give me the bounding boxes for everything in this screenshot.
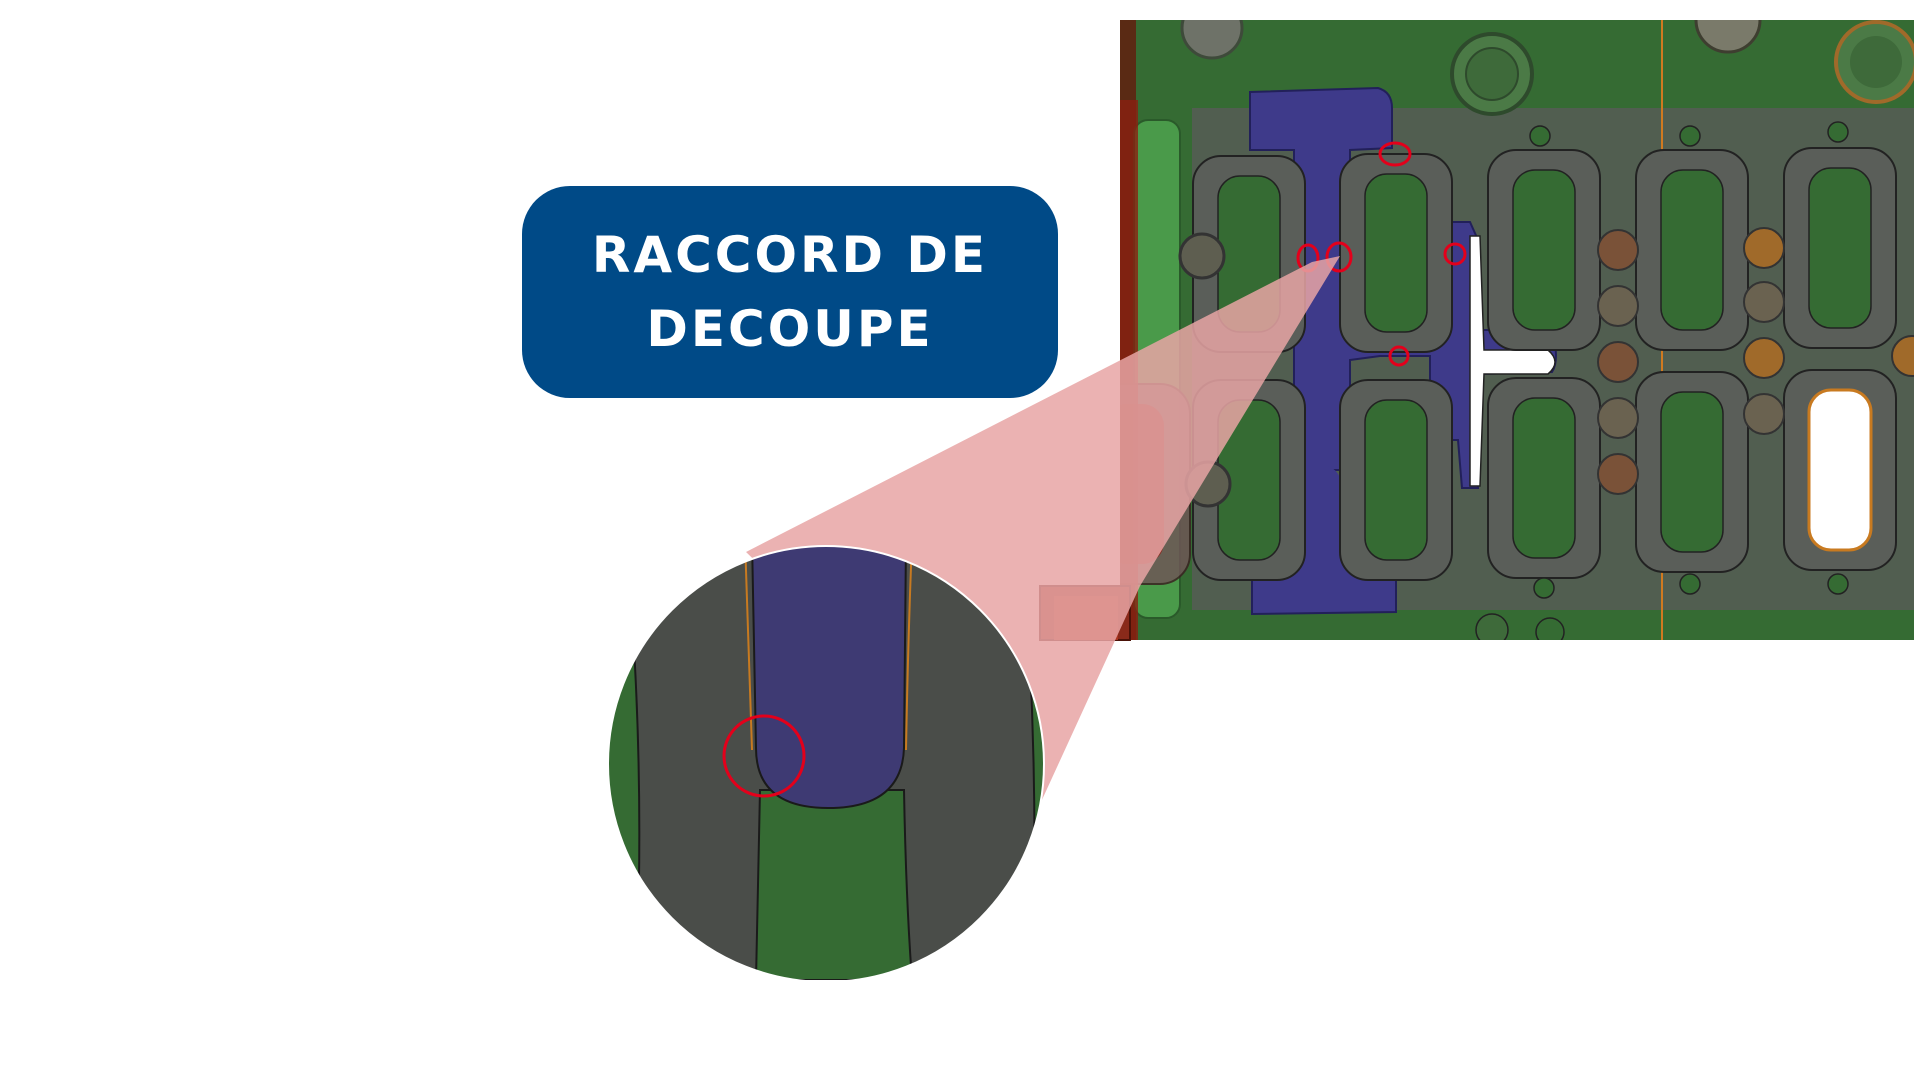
bolt-top-1 — [1180, 20, 1244, 60]
ring-t2-window — [1364, 173, 1428, 333]
bolt-right-3 — [1743, 337, 1785, 379]
ring-b3-window — [1512, 397, 1576, 559]
bolt-mid-2 — [1597, 285, 1639, 327]
ring-b5-window — [1807, 388, 1873, 552]
ring-b2-window — [1364, 399, 1428, 561]
highlight-mark-5 — [1388, 345, 1410, 367]
zoom-highlight-circle — [722, 714, 806, 798]
bolt-top-4-inner — [1850, 36, 1902, 88]
bolt-edge-right — [1891, 335, 1914, 377]
hole-1 — [1529, 125, 1551, 147]
hole-2 — [1679, 125, 1701, 147]
bolt-right-2 — [1743, 281, 1785, 323]
zoom-orange-edge-right — [905, 546, 913, 751]
bolt-top-2-inner — [1465, 47, 1519, 101]
zoom-bottom-mask — [600, 980, 1060, 1020]
zoom-left-green — [608, 546, 641, 981]
highlight-mark-3 — [1325, 241, 1353, 273]
cad-board-view — [1039, 20, 1914, 641]
bolt-right-4 — [1743, 393, 1785, 435]
ring-t5-window — [1808, 167, 1872, 329]
bolt-mid-4 — [1597, 397, 1639, 439]
ring-row-top — [1192, 147, 1897, 353]
bolt-top-3 — [1694, 20, 1762, 54]
ring-t3-window — [1512, 169, 1576, 331]
bolt-left-upper — [1178, 232, 1226, 280]
title-badge: RACCORD DE DECOUPE — [522, 186, 1058, 398]
hole-7 — [1535, 617, 1565, 640]
title-line-1: RACCORD DE — [591, 226, 989, 284]
bolt-mid-3 — [1597, 341, 1639, 383]
bottom-punch-tab — [1315, 465, 1342, 540]
title-text: RACCORD DE DECOUPE — [592, 218, 988, 366]
hole-4 — [1533, 577, 1555, 599]
zoom-center-green — [754, 789, 914, 981]
zoom-detail — [608, 546, 1044, 981]
bolt-mid-5 — [1597, 453, 1639, 495]
zoom-orange-edge-left — [744, 546, 753, 751]
hole-3 — [1827, 121, 1849, 143]
zoom-punch-end — [750, 546, 908, 810]
hole-8 — [1475, 613, 1509, 640]
highlight-mark-1 — [1378, 141, 1412, 167]
title-line-2: DECOUPE — [646, 300, 934, 358]
hole-5 — [1679, 573, 1701, 595]
highlight-mark-4 — [1443, 242, 1467, 266]
ring-t4-window — [1660, 169, 1724, 331]
hole-6 — [1827, 573, 1849, 595]
bolt-mid-1 — [1597, 229, 1639, 271]
bolt-right-1 — [1743, 227, 1785, 269]
ring-b4-window — [1660, 391, 1724, 553]
